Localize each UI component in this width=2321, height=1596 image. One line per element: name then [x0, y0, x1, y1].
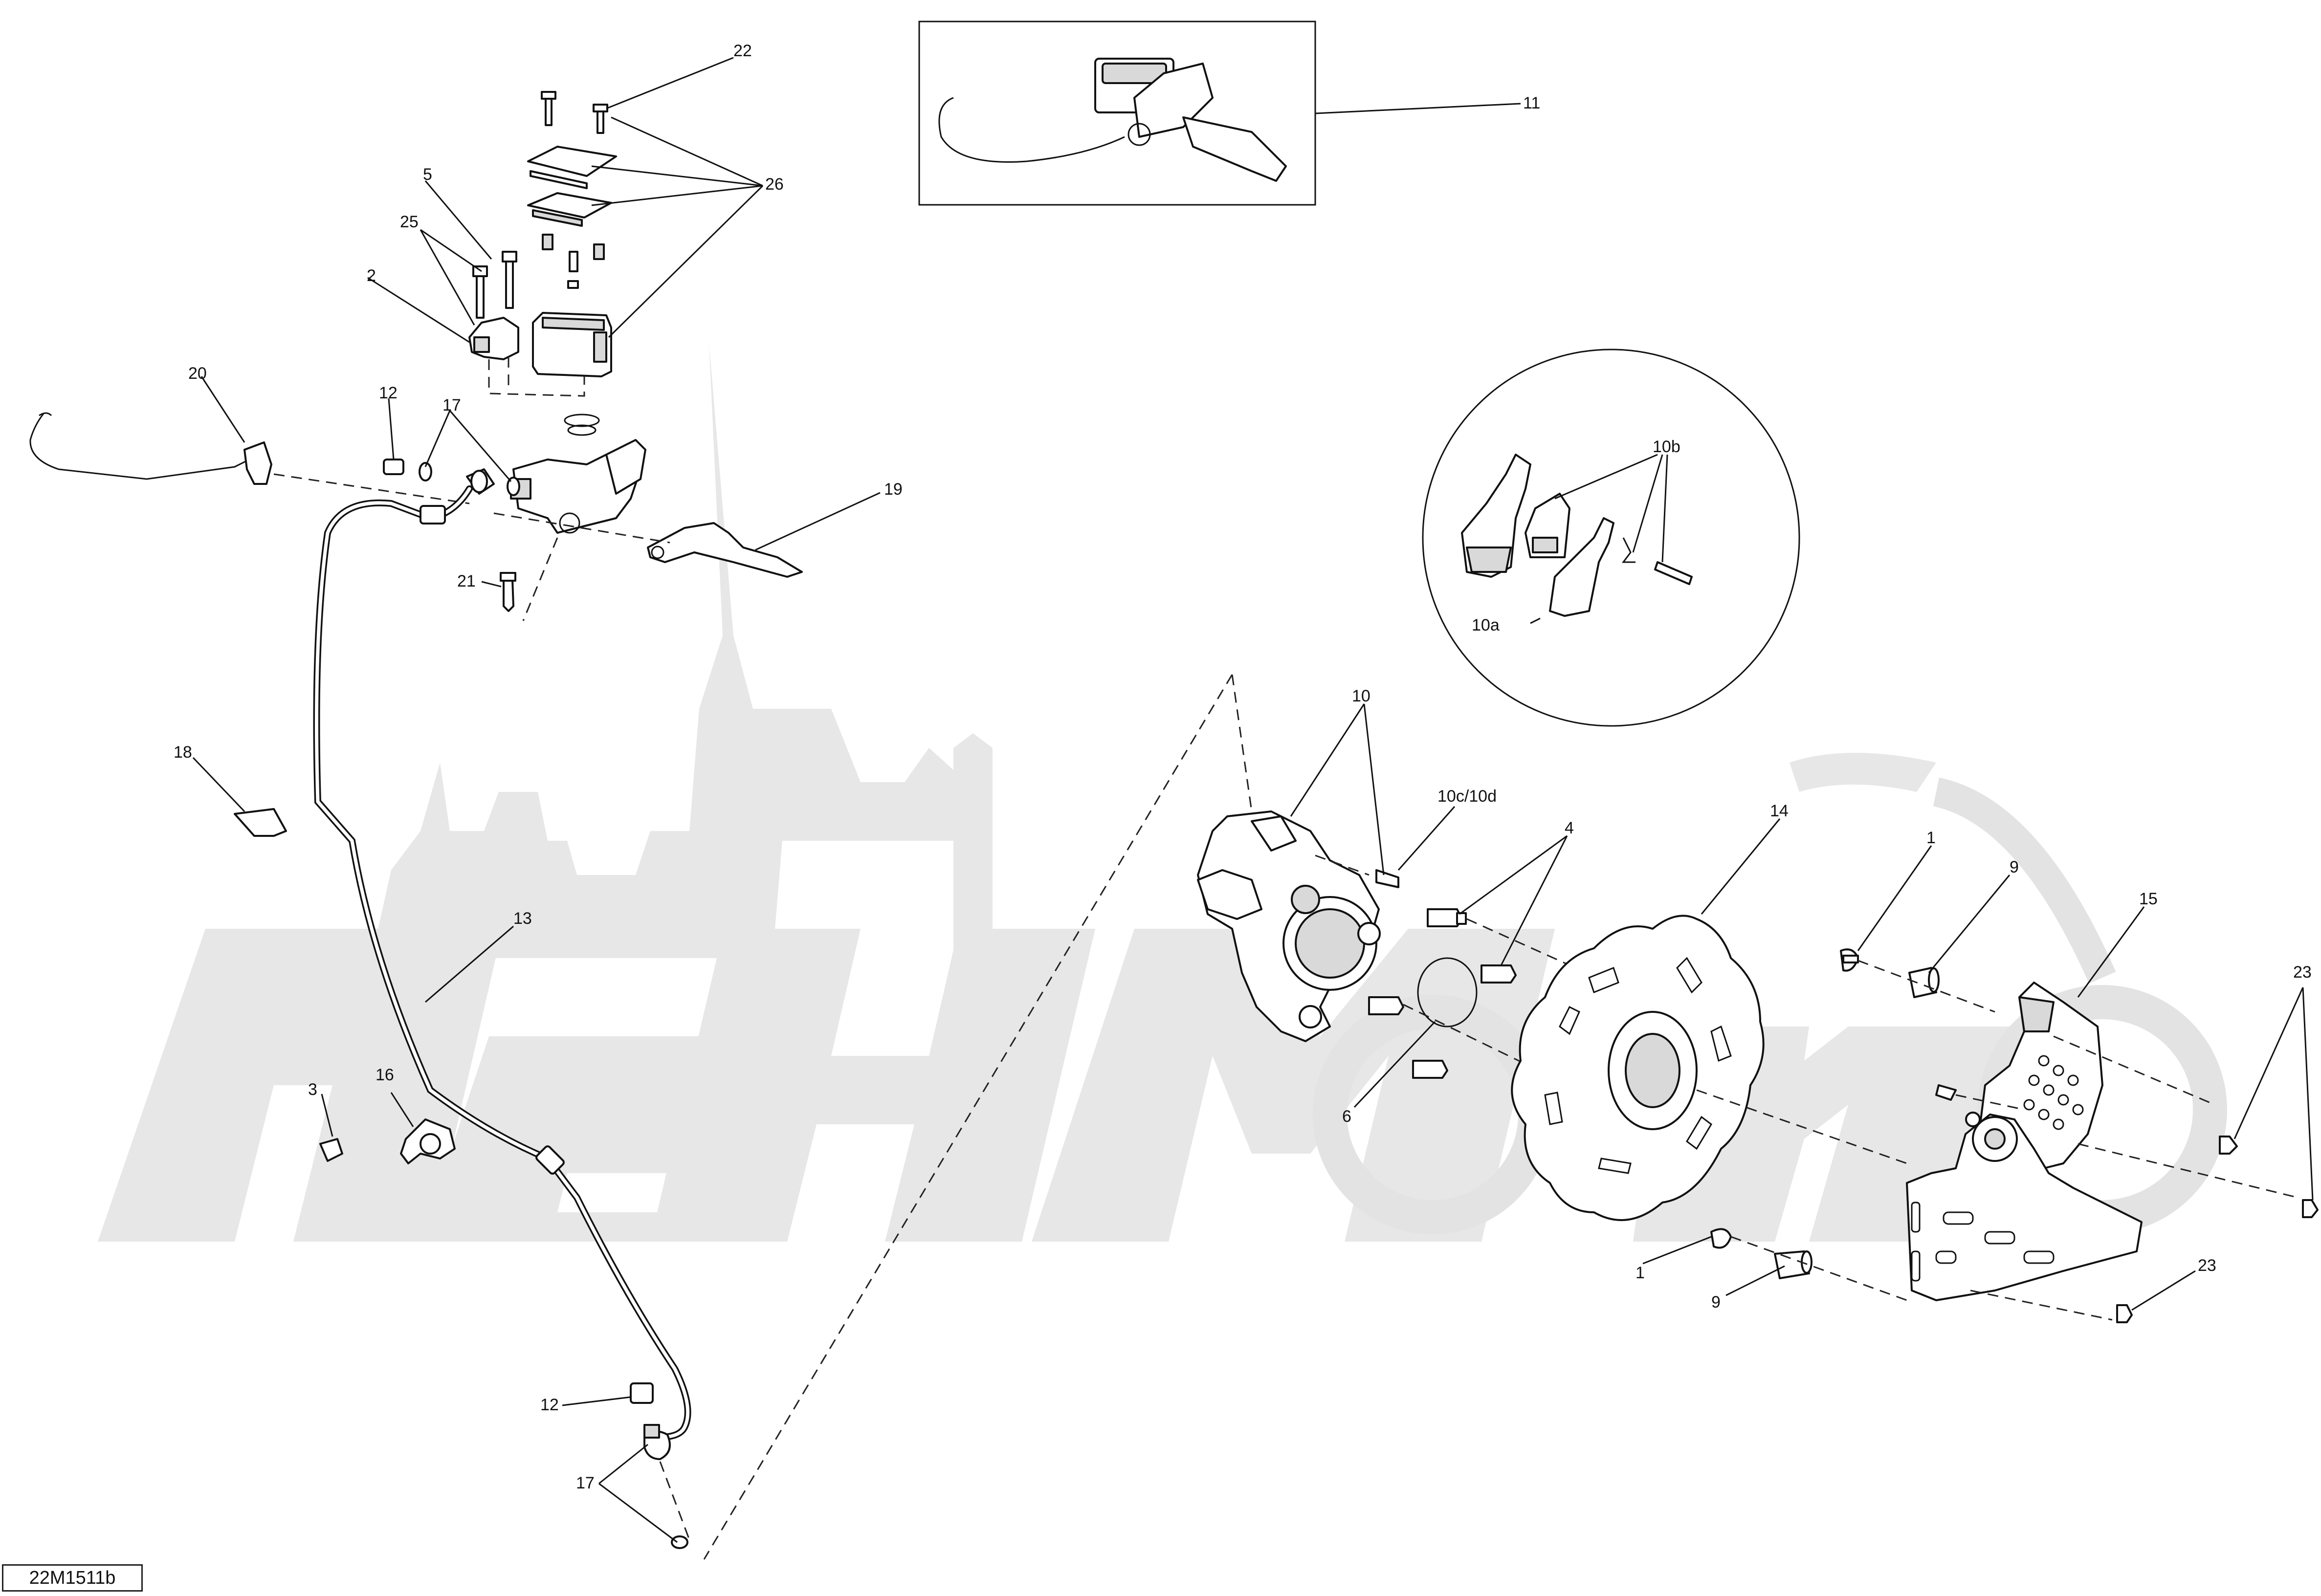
callout-12-bottom: 12: [540, 1396, 559, 1414]
hose-20: [29, 412, 272, 485]
callout-10b: 10b: [1653, 437, 1680, 456]
diagram-reference-code: 22M1511b: [2, 1564, 143, 1592]
callout-5: 5: [423, 165, 432, 184]
callout-23-top: 23: [2293, 963, 2312, 982]
disc-guard-15: [1906, 982, 2299, 1321]
callout-11: 11: [1523, 94, 1540, 112]
callout-6: 6: [1342, 1107, 1351, 1126]
callout-10: 10: [1352, 687, 1370, 705]
callout-23-bottom: 23: [2198, 1256, 2216, 1275]
callout-15: 15: [2139, 890, 2158, 908]
callout-labels: 22 11 26 5 25 2 20 12 17 19 21 10b 10a 1…: [174, 42, 2312, 1492]
callout-14: 14: [1770, 802, 1789, 820]
callout-10a: 10a: [1472, 616, 1500, 634]
callout-17-top: 17: [442, 396, 461, 415]
callout-1-top: 1: [1926, 829, 1936, 847]
brake-disc-14: [1511, 915, 1907, 1221]
watermark: [98, 342, 2227, 1242]
callout-17-bottom: 17: [576, 1474, 595, 1492]
callout-4: 4: [1565, 819, 1574, 837]
callout-18: 18: [174, 743, 192, 762]
leader-lines: [192, 57, 2314, 1543]
brake-caliper-10: [1197, 810, 1399, 1042]
callout-10c-10d: 10c/10d: [1437, 787, 1497, 806]
clips: [234, 808, 456, 1164]
callout-26: 26: [765, 175, 784, 194]
brake-pad-inset: [1422, 349, 1800, 727]
callout-22: 22: [733, 42, 752, 60]
oring-bolts: [1368, 908, 1663, 1096]
callout-20: 20: [188, 364, 207, 383]
callout-12-top: 12: [379, 384, 398, 402]
master-cylinder-assembly: [273, 91, 803, 621]
fasteners: [1710, 948, 2319, 1323]
callout-16: 16: [376, 1066, 394, 1084]
callout-1-bottom: 1: [1636, 1264, 1645, 1282]
callout-9-top: 9: [2010, 858, 2019, 876]
callout-21: 21: [457, 572, 476, 590]
callout-19: 19: [884, 480, 903, 499]
callout-3: 3: [308, 1080, 317, 1099]
callout-9-bottom: 9: [1711, 1293, 1721, 1312]
callout-13: 13: [513, 909, 532, 928]
callout-2: 2: [367, 266, 376, 285]
inset-master-cylinder-box: [918, 21, 1521, 206]
callout-25: 25: [400, 213, 419, 231]
brake-hose-13: [313, 485, 691, 1549]
dashed-axis-long: [703, 674, 1233, 1560]
